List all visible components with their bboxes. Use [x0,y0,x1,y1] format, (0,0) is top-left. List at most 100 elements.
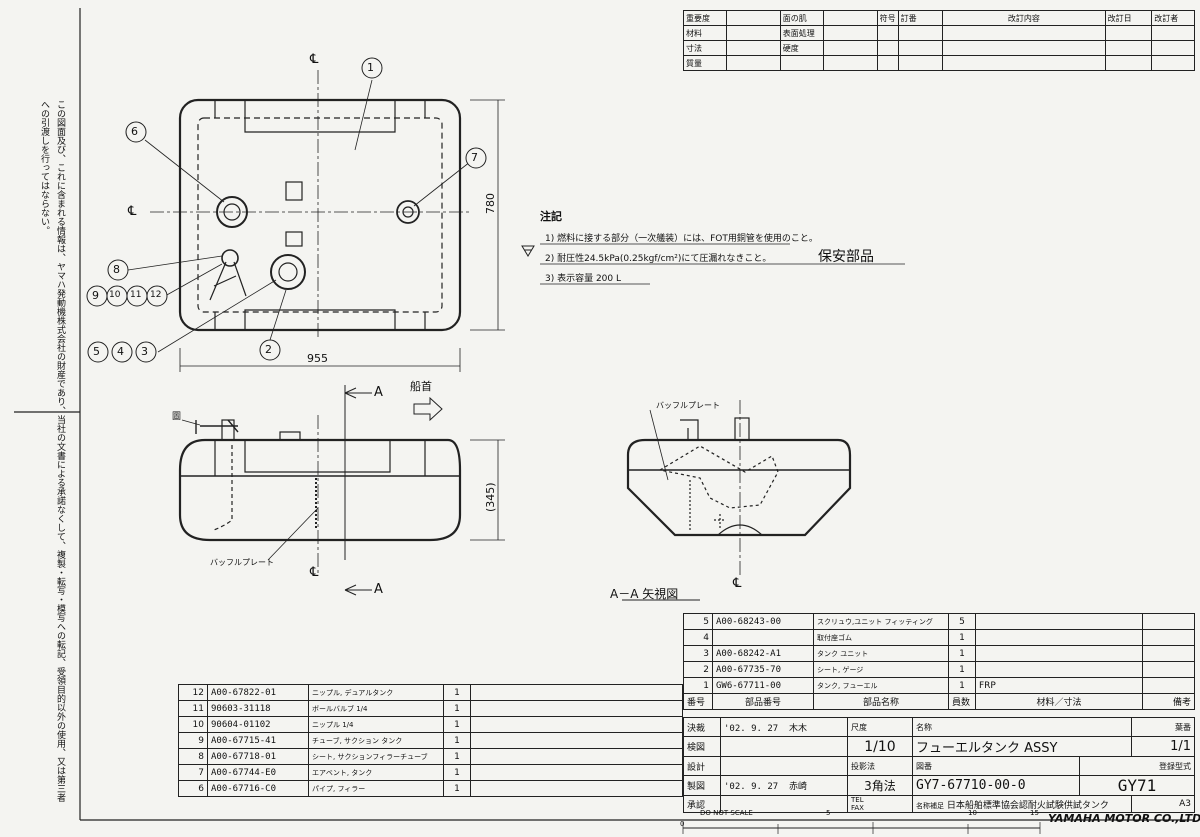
centerline-left: ℄ [128,204,137,219]
balloon-5: 5 [93,345,100,358]
part-name: チューブ, サクション タンク [308,732,444,749]
tb-proj-label: 投影法 [847,756,913,776]
tb-label-check: 検図 [683,736,721,757]
tb-scale: 1/10 [847,736,913,757]
balloon-3: 3 [141,345,148,358]
tb-tel: TEL [851,796,864,804]
header-material: 材料／寸法 [975,693,1143,710]
top-recess-lower [244,309,396,330]
tb-standard: 日本船舶標準協会認耐火試験供試タンク [946,800,1109,811]
width-dimension: 955 [307,352,328,365]
part-material [470,700,683,717]
copyright-side-note: この図面及び、これに含まれる情報は、ヤマハ発動機株式会社の財産であり、当社の文書… [39,100,65,802]
part-material [470,748,683,765]
part-code: A00-67735-70 [712,661,814,678]
part-remarks [1142,677,1195,694]
part-qty: 1 [443,684,471,701]
rev-header-content: 改訂内容 [942,10,1106,26]
part-name: タンク, フューエル [813,677,949,694]
note-2: 2) 耐圧性24.5kPa(0.25kgf/cm²)にて圧漏れなきこと。 [545,254,772,264]
part-qty: 1 [948,629,976,646]
balloon-1: 1 [367,61,374,74]
part-qty: 5 [948,613,976,630]
tb-scale-label: 尺度 [847,717,913,737]
tank-top-inner [197,117,443,313]
part-code: A00-68242-A1 [712,645,814,662]
tb-title-name: フューエルタンク ASSY [912,736,1132,757]
part-qty: 1 [443,700,471,717]
part-material [470,780,683,797]
balloon-2: 2 [265,343,272,356]
part-material [470,684,683,701]
side-vent [279,431,301,441]
suction-valve [209,261,247,301]
part-code: 90604-01102 [207,716,309,733]
top-recess-upper [244,100,396,133]
part-name: パイプ, フィラー [308,780,444,797]
valve-label: 圖 [172,412,182,422]
height-dimension: 780 [484,193,497,214]
part-no: 8 [178,748,208,765]
part-qty: 1 [948,677,976,694]
part-name: ニップル, デュアルタンク [308,684,444,701]
side-height-dimension-text: (345) [484,482,497,512]
top-bracket [285,181,303,201]
header-qty: 員数 [948,693,976,710]
part-no: 9 [178,732,208,749]
part-material [470,716,683,733]
baffle-label-section: バッフルプレート [656,401,720,410]
part-no: 2 [683,661,713,678]
suction-tube [213,445,233,531]
side-recess [244,440,391,473]
balloon-11: 11 [130,290,142,300]
part-no: 5 [683,613,713,630]
ruler-5: 5 [826,809,831,817]
centerline-top: ℄ [310,52,319,67]
baffle-label-side: バッフルプレート [210,558,274,567]
tb-date-approval: '02. 9. 27 [724,723,779,734]
company-name: YAMAHA MOTOR CO.,LTD. [1048,812,1200,825]
part-code: A00-67715-41 [207,732,309,749]
part-no: 7 [178,764,208,781]
tb-label-design: 設計 [683,756,721,776]
rev-label-hardness: 硬度 [779,40,824,56]
part-code [712,629,814,646]
revision-block: 重要度 面の肌 符号 訂番 改訂内容 改訂日 改訂者 材料 表面処理 寸法 硬度… [683,10,1195,71]
gauge-fitting [270,254,306,290]
part-name: シート, ゲージ [813,661,949,678]
part-code: A00-68243-00 [712,613,814,630]
part-qty: 1 [443,764,471,781]
part-remarks [1142,613,1195,630]
header-name: 部品名称 [813,693,949,710]
section-marker-top: A [374,385,383,400]
rev-header-date: 改訂日 [1104,10,1153,26]
ruler-10: 10 [968,809,977,817]
part-material [975,645,1143,662]
part-name: タンク ユニット [813,645,949,662]
suction-fitting [221,249,239,267]
part-material: FRP [975,677,1143,694]
balloon-12: 12 [150,290,162,300]
part-name: ボールバルブ 1/4 [308,700,444,717]
tb-sign-drawn: 赤崎 [789,782,808,792]
part-no: 3 [683,645,713,662]
parts-header-row: 番号 部品番号 部品名称 員数 材料／寸法 備考 [683,693,1195,710]
part-name: エアベント, タンク [308,764,444,781]
tb-model: GY71 [1079,775,1195,796]
tb-drawing-no: GY7-67710-00-0 [912,775,1080,796]
part-qty: 1 [443,748,471,765]
part-remarks [1142,661,1195,678]
part-material [470,764,683,781]
part-name: シート, サクションフィラーチューブ [308,748,444,765]
notes-title: 注記 [540,210,562,223]
safety-part-label: 保安部品 [818,249,874,265]
